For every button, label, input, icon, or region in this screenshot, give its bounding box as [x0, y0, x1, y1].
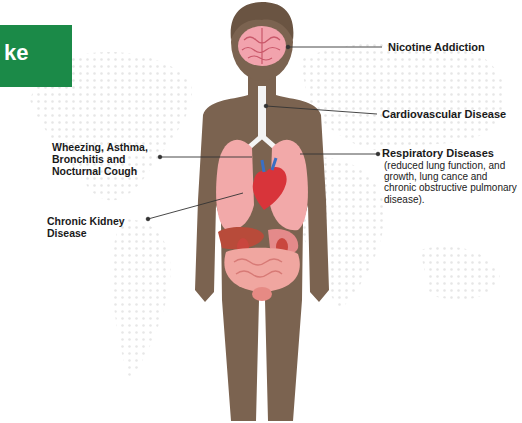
callout-note: (reduced lung function, and growth, lung…	[384, 160, 518, 205]
callout-label: Chronic Kidney Disease	[47, 216, 145, 240]
tab-text: ke	[4, 40, 72, 66]
callout-label: Cardiovascular Disease	[382, 108, 518, 120]
title-tab: ke	[0, 25, 72, 87]
callout-label: Nicotine Addiction	[388, 41, 518, 53]
leader-lines	[146, 45, 382, 221]
heart	[253, 167, 287, 210]
callout-label: Respiratory Diseases	[382, 147, 518, 159]
body-silhouette	[195, 2, 329, 421]
brain	[238, 26, 286, 66]
callout-label: Wheezing, Asthma, Bronchitis and Nocturn…	[52, 142, 156, 177]
abdomen-organs	[218, 227, 300, 301]
lungs	[216, 140, 308, 231]
trachea	[258, 86, 266, 138]
